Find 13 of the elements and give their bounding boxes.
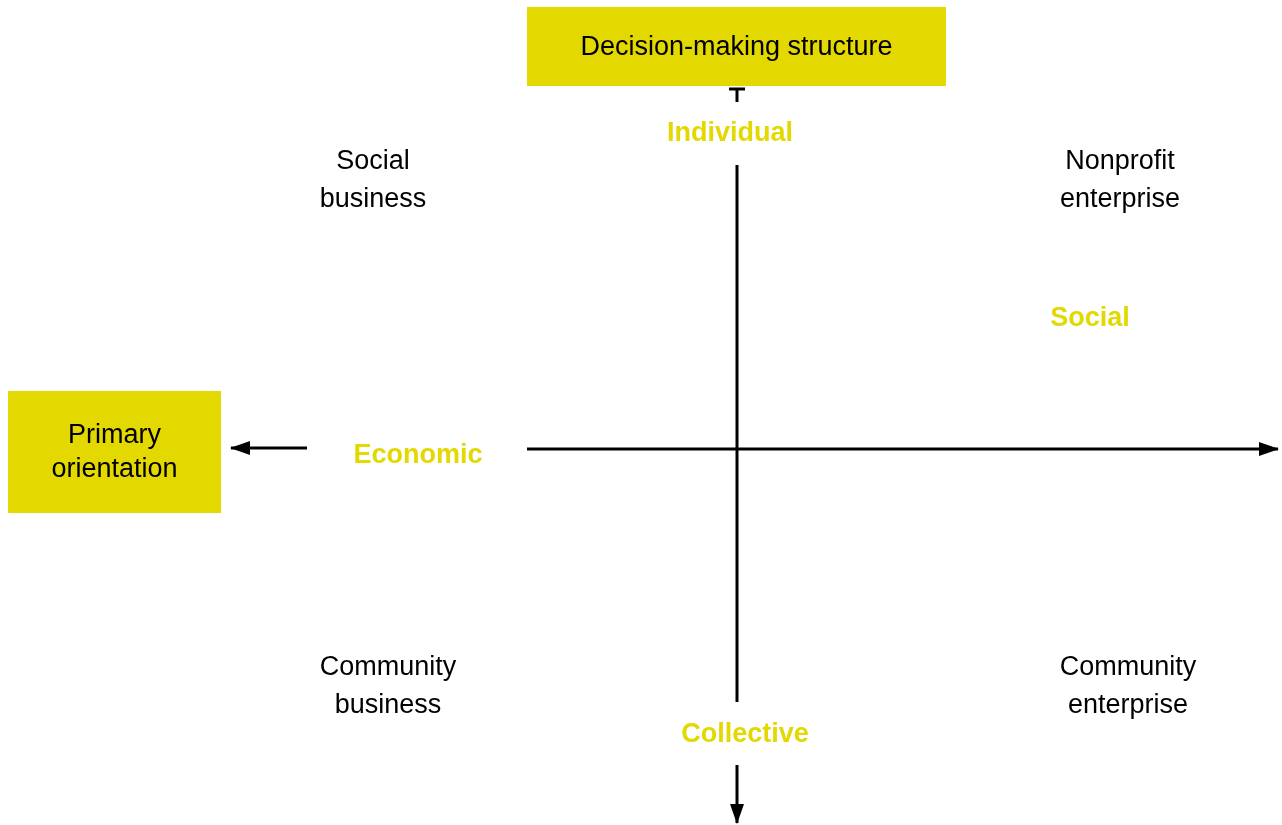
- axis-title: Primary orientation: [50, 418, 179, 485]
- quadrant-label: Social business: [318, 144, 428, 215]
- axis-value-label: Collective: [680, 717, 810, 750]
- quadrant-label: Nonprofit enterprise: [1058, 144, 1182, 215]
- axis-title: Decision-making structure: [580, 29, 893, 63]
- quadrant-label: Community business: [318, 650, 458, 721]
- arrow: [230, 441, 307, 455]
- axis-value-label: Individual: [666, 116, 794, 149]
- axis-title-box: [527, 7, 946, 86]
- quadrant-label: Community enterprise: [1058, 650, 1198, 721]
- axis-value-label: Social: [1049, 301, 1131, 334]
- axis-title-box: [8, 391, 221, 513]
- axis-value-label: Economic: [352, 438, 484, 471]
